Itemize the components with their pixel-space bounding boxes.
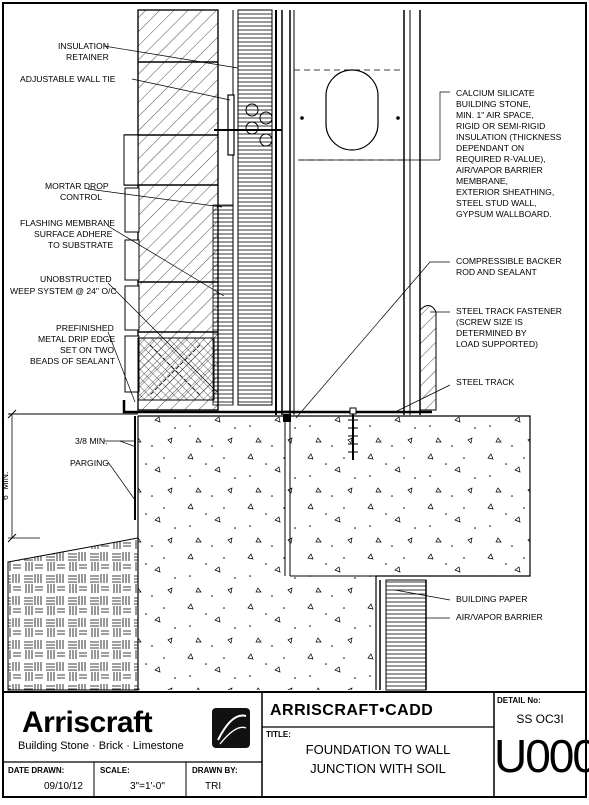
label-weep-1: UNOBSTRUCTED [40, 274, 112, 284]
label-adjustable-wall-tie: ADJUSTABLE WALL TIE [20, 74, 116, 84]
assembly-line-7: REQUIRED R-VALUE), [456, 154, 546, 164]
cadd-heading: ARRISCRAFT•CADD [270, 702, 434, 719]
air-space [212, 10, 234, 406]
label-insulation-retainer-1: INSULATION [58, 41, 109, 51]
right-labels: CALCIUM SILICATE BUILDING STONE, MIN. 1"… [456, 88, 562, 622]
six-min-text: 6" MIN. [0, 472, 10, 500]
fastener-line-2: (SCREW SIZE IS [456, 317, 523, 327]
label-flashing-1: FLASHING MEMBRANE [20, 218, 115, 228]
assembly-line-11: STEEL STUD WALL, [456, 198, 537, 208]
assembly-line-2: BUILDING STONE, [456, 99, 531, 109]
assembly-line-4: RIGID OR SEMI-RIGID [456, 121, 545, 131]
label-mortar-drop-2: CONTROL [60, 192, 102, 202]
detail-caption: DETAIL No: [497, 696, 541, 705]
label-drip-2: METAL DRIP EDGE [38, 334, 115, 344]
brand-name: Arriscraft [22, 706, 153, 739]
title-block-frame [3, 691, 586, 797]
drawn-value: TRI [205, 781, 222, 792]
assembly-line-3: MIN. 1" AIR SPACE, [456, 110, 534, 120]
drawn-caption: DRAWN BY: [192, 766, 238, 775]
stone-veneer [123, 9, 219, 411]
drawing-title: FOUNDATION TO WALL JUNCTION WITH SOIL [262, 740, 494, 778]
label-parging: PARGING [70, 458, 109, 468]
fastener-line-3: DETERMINED BY [456, 328, 527, 338]
scale-caption: SCALE: [100, 766, 130, 775]
label-building-paper: BUILDING PAPER [456, 594, 527, 604]
assembly-line-1: CALCIUM SILICATE [456, 88, 535, 98]
label-steel-track: STEEL TRACK [456, 377, 515, 387]
label-backer-2: ROD AND SEALANT [456, 267, 537, 277]
soil [7, 537, 139, 691]
label-flashing-3: TO SUBSTRATE [48, 240, 113, 250]
assembly-line-10: EXTERIOR SHEATHING, [456, 187, 554, 197]
leader-lines [87, 45, 451, 619]
fastener-line-4: LOAD SUPPORTED) [456, 339, 538, 349]
label-mortar-drop-1: MORTAR DROP [45, 181, 109, 191]
assembly-line-5: INSULATION (THICKNESS [456, 132, 562, 142]
label-drip-1: PREFINISHED [56, 323, 114, 333]
date-value: 09/10/12 [44, 781, 83, 792]
assembly-line-6: DEPENDANT ON [456, 143, 524, 153]
assembly-line-8: AIR/VAPOR BARRIER [456, 165, 543, 175]
title-caption: TITLE: [266, 730, 291, 739]
assembly-line-12: GYPSUM WALLBOARD. [456, 209, 552, 219]
label-drip-4: BEADS OF SEALANT [30, 356, 116, 366]
date-caption: DATE DRAWN: [8, 766, 65, 775]
label-backer-1: COMPRESSIBLE BACKER [456, 256, 562, 266]
adjustable-wall-tie [214, 94, 282, 156]
scale-value: 3"=1'-0" [130, 781, 165, 792]
assembly-line-9: MEMBRANE, [456, 176, 508, 186]
label-flashing-2: SURFACE ADHERE [34, 229, 113, 239]
detail-code: SS OC3I [516, 712, 564, 726]
drip-edge [122, 400, 290, 414]
brand-tagline: Building Stone · Brick · Limestone [18, 740, 184, 752]
left-labels: INSULATION RETAINER ADJUSTABLE WALL TIE … [10, 41, 117, 468]
concrete-foundation [137, 415, 531, 690]
drawing-title-line-2: JUNCTION WITH SOIL [310, 761, 446, 776]
label-min-38: 3/8 MIN. [75, 436, 107, 446]
insulation [237, 9, 273, 406]
six-inch-dimension: 6" MIN. [0, 409, 40, 543]
interior-wall-below [379, 579, 427, 691]
sheathing-stud-wall [275, 10, 421, 415]
label-insulation-retainer-2: RETAINER [66, 52, 109, 62]
drywall-finish [419, 305, 437, 411]
drawing-title-line-1: FOUNDATION TO WALL [305, 742, 451, 757]
label-drip-3: SET ON TWO [60, 345, 114, 355]
label-air-vapor-barrier: AIR/VAPOR BARRIER [456, 612, 543, 622]
fastener-line-1: STEEL TRACK FASTENER [456, 306, 562, 316]
label-weep-2: WEEP SYSTEM @ 24" O/C [10, 286, 117, 296]
arriscraft-logo-mark [212, 708, 250, 748]
detail-number: U000 [494, 730, 589, 782]
